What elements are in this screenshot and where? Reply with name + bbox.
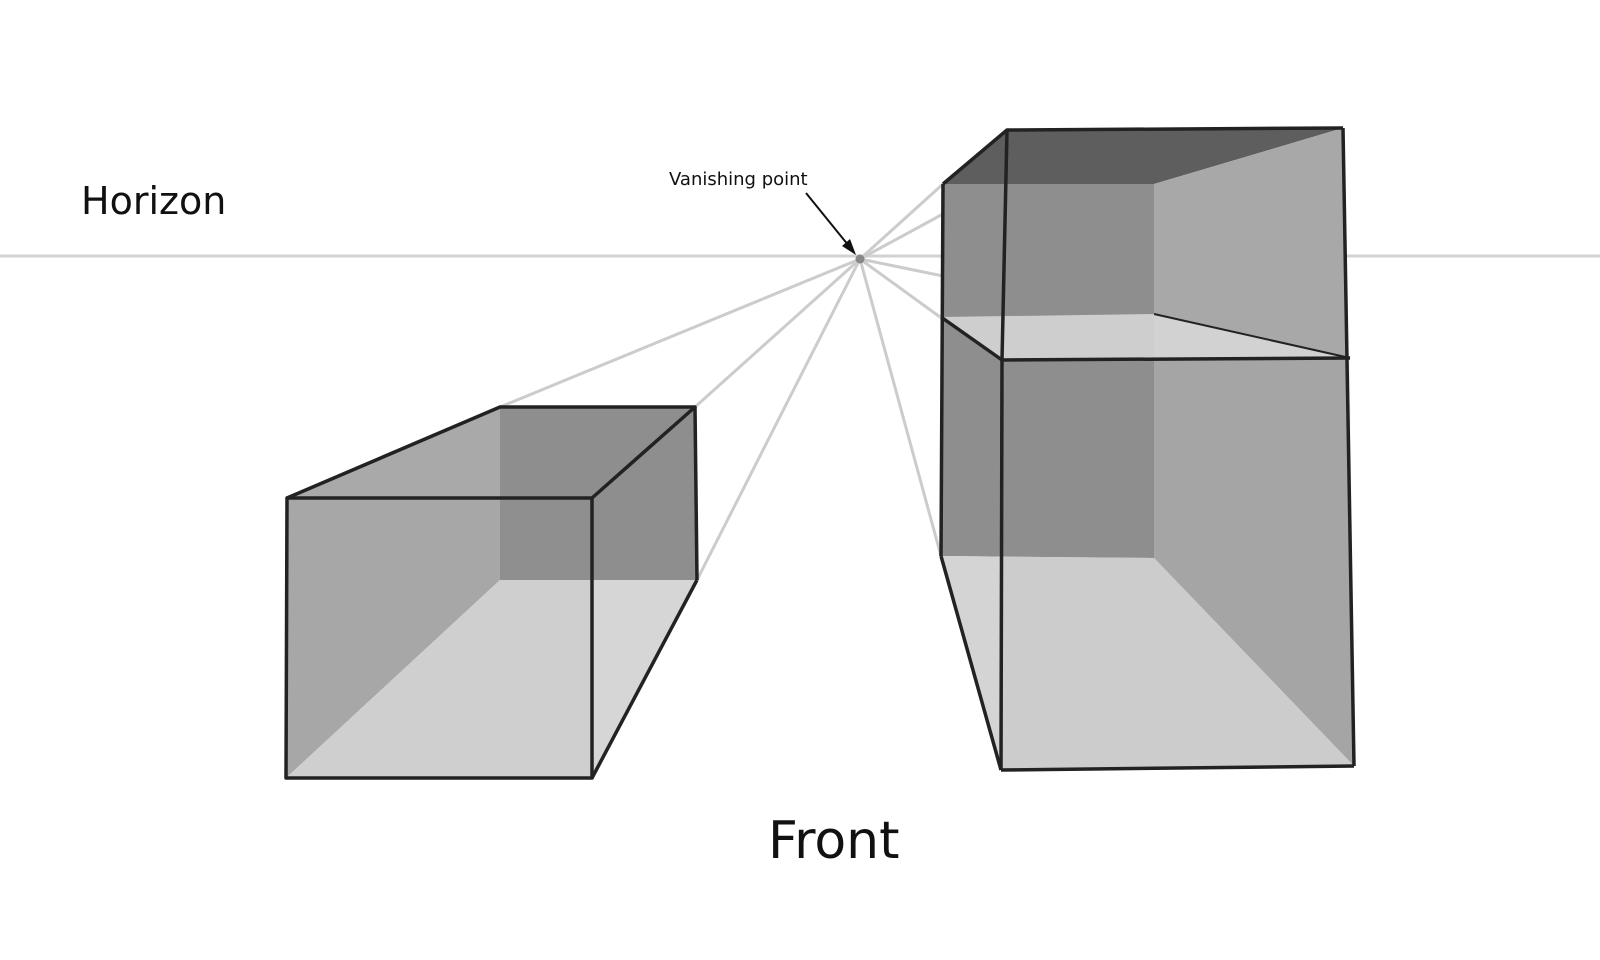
right-box-top-face bbox=[943, 128, 1343, 184]
left-box-back-vertical-edge bbox=[693, 406, 699, 581]
guide-line bbox=[859, 257, 944, 278]
front-label: Front bbox=[768, 811, 900, 871]
right-box-edges bbox=[939, 126, 1356, 772]
right-box-side-face bbox=[1154, 128, 1354, 766]
left-box-front-face bbox=[286, 498, 592, 778]
left-box-edges bbox=[284, 405, 699, 780]
guide-line bbox=[858, 182, 945, 261]
right-box-right-vertical-edge bbox=[1341, 127, 1356, 767]
right-box-mid-plane bbox=[941, 314, 1350, 360]
vanishing-point-marker bbox=[855, 254, 865, 264]
right-box-mid-receding-edge bbox=[1153, 313, 1351, 359]
left-box-bottom-receding-edge bbox=[590, 579, 699, 779]
right-box-front-vertical-edge-lower bbox=[999, 359, 1004, 771]
right-box-floor-face bbox=[941, 556, 1354, 770]
guide-line bbox=[858, 258, 943, 557]
guide-line bbox=[859, 212, 944, 261]
horizon-label: Horizon bbox=[81, 179, 227, 223]
orthogonal-guide-lines bbox=[499, 182, 945, 581]
right-box-bottom-edge bbox=[1000, 764, 1355, 772]
right-box-front-vertical-edge-upper bbox=[1000, 129, 1009, 361]
guide-line bbox=[499, 257, 861, 409]
vanishing-point-arrowhead-icon bbox=[842, 239, 856, 255]
vanishing-point-arrow-icon bbox=[805, 192, 854, 252]
left-box-top-edge bbox=[286, 405, 697, 500]
right-box-bottom-receding-edge bbox=[939, 555, 1003, 771]
left-box-floor-face bbox=[286, 580, 697, 778]
guide-line bbox=[693, 257, 862, 409]
right-box-left-rear-vertical-edge bbox=[939, 183, 945, 557]
vanishing-point-label: Vanishing point bbox=[669, 169, 808, 190]
right-box bbox=[939, 126, 1356, 772]
guide-line bbox=[859, 257, 941, 319]
right-box-front-face bbox=[1001, 358, 1354, 770]
guide-line bbox=[695, 258, 862, 581]
left-box bbox=[284, 405, 699, 780]
right-box-back-face bbox=[941, 184, 1154, 558]
